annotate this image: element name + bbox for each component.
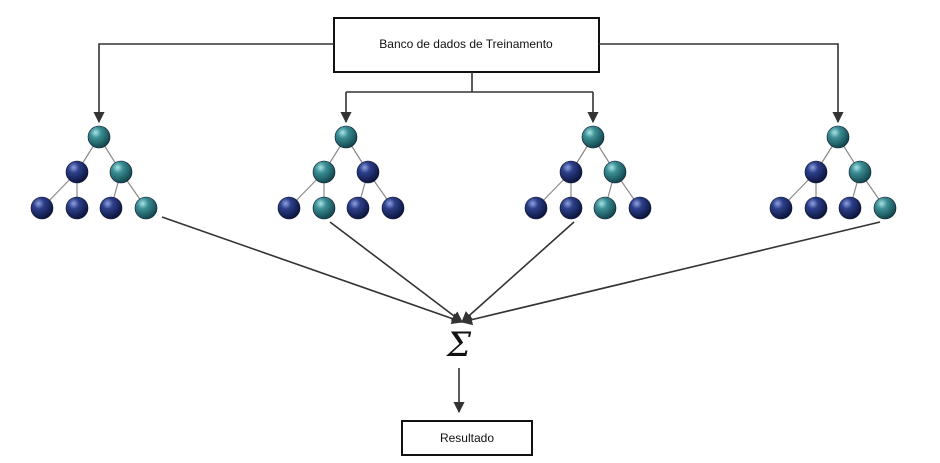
aggregation-sigma-symbol: Σ: [445, 325, 472, 365]
tree-leaf-node: [838, 196, 862, 220]
tree-internal-node: [848, 160, 872, 184]
tree-leaf-node: [381, 196, 405, 220]
training-database-label: Banco de dados de Treinamento: [379, 37, 553, 51]
tree-3: [524, 125, 652, 220]
tree-leaf-node: [628, 196, 652, 220]
tree-leaf-node: [277, 196, 301, 220]
tree-leaf-node: [769, 196, 793, 220]
tree-leaf-node: [559, 196, 583, 220]
tree-internal-node: [109, 160, 133, 184]
tree-root-node: [581, 125, 605, 149]
tree-leaf-node: [346, 196, 370, 220]
result-box: Resultado: [401, 420, 533, 456]
tree-leaf-node: [873, 196, 897, 220]
training-database-box: Banco de dados de Treinamento: [333, 17, 600, 73]
tree-leaf-node: [593, 196, 617, 220]
connector-leaf-tree-4: [460, 221, 881, 326]
connector-leaf-tree-1: [161, 216, 464, 324]
tree-internal-node: [356, 160, 380, 184]
tree-leaf-node: [30, 196, 54, 220]
tree-1: [30, 125, 158, 220]
decision-trees: [30, 125, 897, 220]
tree-internal-node: [65, 160, 89, 184]
box-to-trees-connectors: [93, 43, 844, 124]
tree-leaf-node: [99, 196, 123, 220]
result-label: Resultado: [440, 431, 494, 445]
tree-2: [277, 125, 405, 220]
connector-leaf-tree-3: [461, 221, 575, 323]
tree-leaf-node: [134, 196, 158, 220]
tree-leaf-node: [65, 196, 89, 220]
tree-leaf-node: [524, 196, 548, 220]
tree-internal-node: [312, 160, 336, 184]
tree-leaf-node: [312, 196, 336, 220]
tree-root-node: [87, 125, 111, 149]
tree-root-node: [334, 125, 358, 149]
tree-4: [769, 125, 897, 220]
trees-to-aggregator-connectors: [161, 216, 881, 326]
connector-tree-1: [93, 43, 334, 124]
tree-leaf-node: [804, 196, 828, 220]
connector-tree-4: [599, 43, 844, 124]
connector-leaf-tree-2: [329, 221, 463, 323]
tree-internal-node: [603, 160, 627, 184]
tree-root-node: [826, 125, 850, 149]
tree-internal-node: [804, 160, 828, 184]
tree-internal-node: [559, 160, 583, 184]
